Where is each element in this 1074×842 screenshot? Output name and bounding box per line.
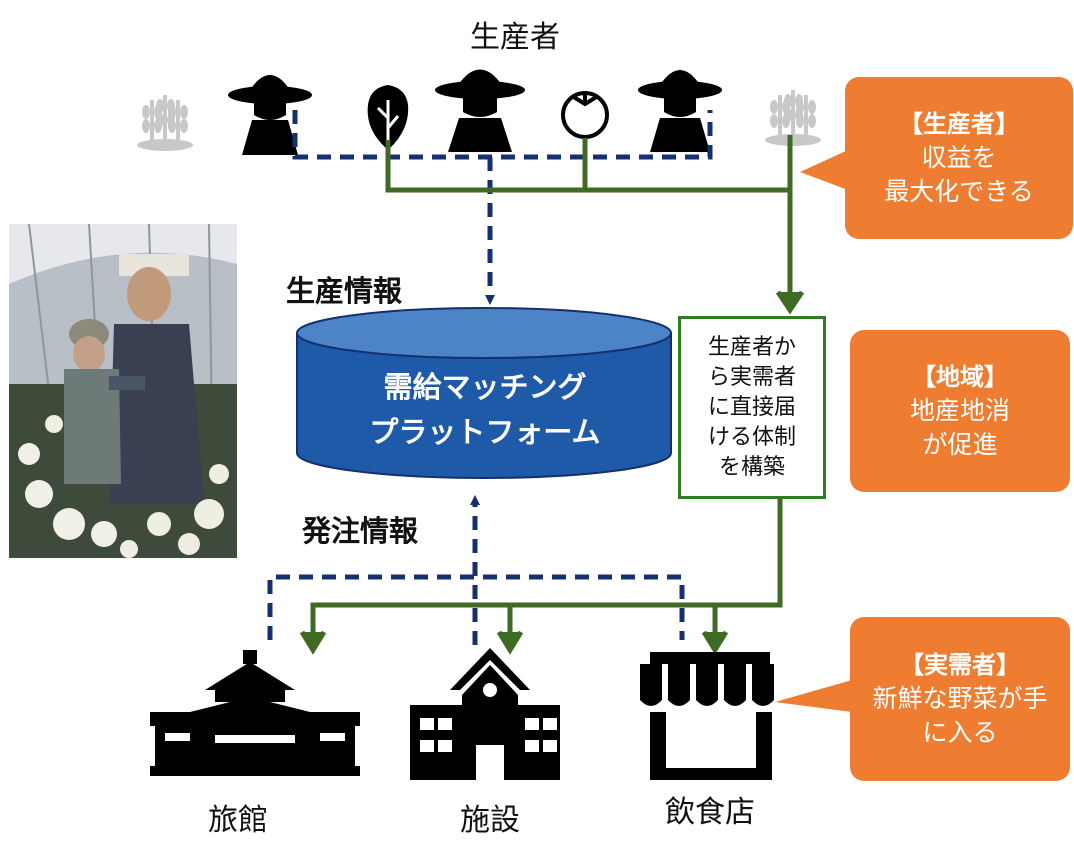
callout-producer-body: 収益を 最大化できる (884, 143, 1034, 206)
callout-region-heading: 【地域】 (912, 363, 1008, 391)
platform-database-icon (296, 307, 672, 479)
callout-pointer (775, 680, 852, 712)
destination-restaurant-label: 飲食店 (665, 795, 755, 830)
platform-label-line2: プラットフォーム (369, 415, 601, 449)
school-icon (410, 648, 560, 780)
tomato-icon (561, 91, 609, 139)
callout-buyer-heading: 【実需者】 (900, 651, 1020, 679)
callout-pointer (800, 150, 848, 190)
ryokan-icon (150, 650, 360, 776)
order-info-flow (267, 495, 685, 645)
callout-region-body: 地産地消 が促進 (909, 396, 1010, 459)
destination-facility-label: 施設 (460, 803, 520, 838)
farmer-icon (638, 70, 722, 152)
destination-ryokan-label: 旅館 (208, 803, 268, 838)
callout-producer: 【生産者】 収益を 最大化できる (845, 77, 1073, 239)
platform-label: 需給マッチング プラットフォーム (300, 365, 670, 455)
wheat-icon (137, 95, 193, 151)
farmer-icon (228, 75, 312, 155)
production-info-label: 生産情報 (286, 274, 403, 308)
farmers-photo (9, 224, 237, 558)
direct-delivery-box: 生産者か ら実需者 に直接届 ける体制 を構築 (678, 316, 826, 499)
callout-buyer: 【実需者】 新鮮な野菜が手 に入る (850, 617, 1070, 781)
callout-region: 【地域】 地産地消 が促進 (850, 330, 1070, 492)
production-info-flow (292, 110, 713, 305)
callout-buyer-body: 新鮮な野菜が手 に入る (872, 684, 1048, 747)
order-info-label: 発注情報 (302, 514, 419, 548)
direct-delivery-text: 生産者か ら実需者 に直接届 ける体制 を構築 (707, 334, 796, 480)
platform-label-line1: 需給マッチング (383, 370, 587, 404)
farmer-icon (435, 69, 525, 152)
callout-producer-heading: 【生産者】 (899, 110, 1019, 138)
wheat-icon (765, 90, 821, 146)
store-icon (640, 652, 774, 780)
direct-delivery-flow (299, 135, 805, 655)
producers-title: 生産者 (470, 20, 560, 55)
lettuce-icon (367, 85, 409, 150)
